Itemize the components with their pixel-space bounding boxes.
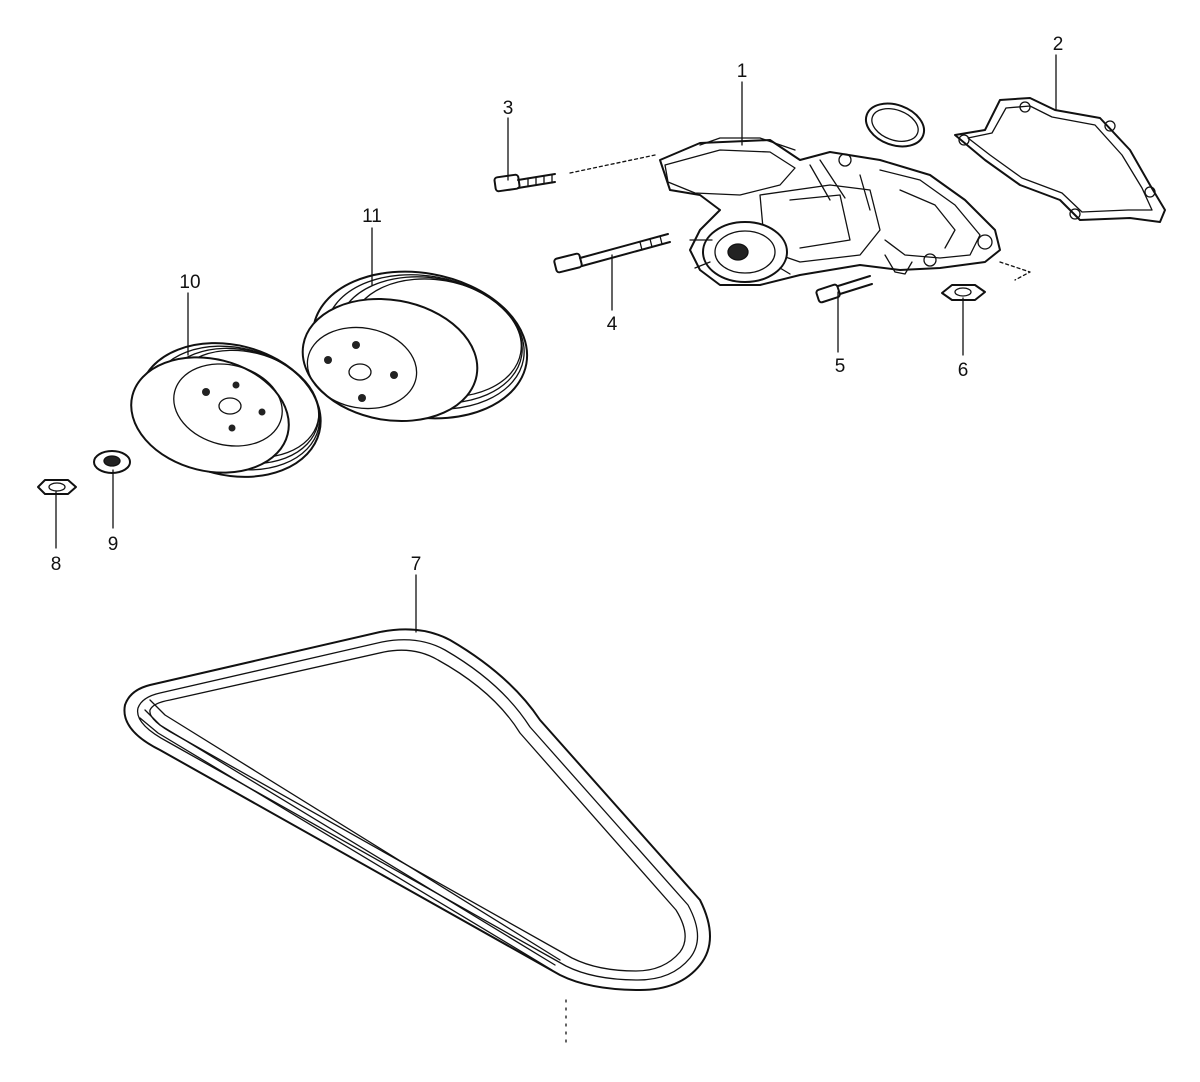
callout-4: 4 xyxy=(607,314,618,335)
part-9-washer[interactable] xyxy=(93,450,131,474)
part-4-bolt[interactable] xyxy=(553,233,671,274)
part-11-pulley[interactable] xyxy=(293,255,539,434)
part-5-bolt[interactable] xyxy=(815,275,873,304)
callout-10: 10 xyxy=(179,272,200,293)
part-7-belt[interactable] xyxy=(123,628,711,991)
callout-7: 7 xyxy=(411,554,422,575)
part-3-bolt[interactable] xyxy=(493,173,556,193)
callout-1: 1 xyxy=(737,61,748,82)
leader-lines xyxy=(55,54,1057,1047)
callout-9: 9 xyxy=(108,534,119,555)
callout-3: 3 xyxy=(503,98,514,119)
part-8-nut[interactable] xyxy=(37,479,77,495)
callout-8: 8 xyxy=(51,554,62,575)
part-2-gasket[interactable] xyxy=(954,97,1166,223)
callout-2: 2 xyxy=(1053,34,1064,55)
callout-6: 6 xyxy=(958,360,969,381)
o-ring[interactable] xyxy=(860,96,930,154)
part-10-pulley[interactable] xyxy=(119,325,335,496)
callout-11: 11 xyxy=(362,206,382,227)
callout-labels: 1 2 3 4 5 6 7 8 9 10 11 xyxy=(51,34,1064,575)
part-6-nut[interactable] xyxy=(941,284,986,301)
callout-5: 5 xyxy=(835,356,846,377)
part-1-water-pump[interactable] xyxy=(659,137,1001,286)
